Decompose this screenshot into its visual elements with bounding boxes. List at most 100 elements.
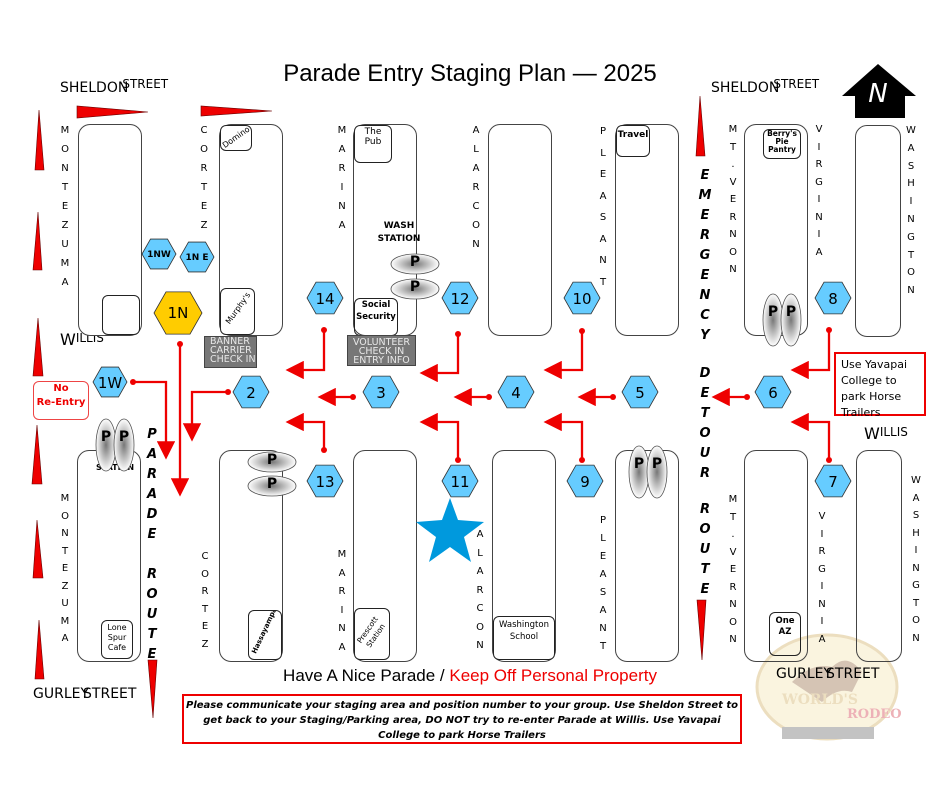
hexagon-shape (814, 281, 852, 315)
block-alarcon-north (488, 124, 552, 336)
staging-position-6: 6 (754, 375, 792, 409)
hexagon-shape (621, 375, 659, 409)
hexagon-shape (92, 366, 128, 398)
block-pleasant-north (615, 124, 679, 336)
svg-text:WORLD'S: WORLD'S (781, 692, 858, 708)
vertical-letter: U (146, 607, 158, 622)
business-murphys: Murphy's (220, 288, 255, 335)
vertical-letter: R (338, 163, 346, 174)
staging-position-10: 10 (563, 281, 601, 315)
vertical-letter: I (820, 616, 824, 627)
vertical-letter: I (340, 604, 344, 616)
hexagon-shape (179, 241, 215, 273)
vertical-letter: I (820, 528, 824, 540)
vertical-letter: A (338, 144, 346, 155)
vertical-letter: L (477, 547, 483, 559)
hexagon-shape (362, 375, 400, 409)
vertical-letter: A (599, 605, 607, 616)
vertical-letter: T (201, 603, 209, 615)
hexagon-shape (232, 375, 270, 409)
vertical-letter: A (472, 163, 480, 174)
vertical-letter: R (815, 159, 823, 170)
business-unnamed-montezuma (102, 295, 140, 335)
vertical-letter: N (61, 528, 69, 539)
staging-position-5: 5 (621, 375, 659, 409)
vertical-letter: T (61, 182, 69, 193)
vertical-letter: A (815, 246, 823, 258)
vertical-letter: D (146, 507, 158, 522)
vertical-letter: V (729, 546, 737, 558)
street-label-gurley-left: GURLEYSTREET (33, 686, 137, 702)
vertical-letter: A (476, 529, 484, 540)
vertical-letter: C (200, 125, 208, 136)
vertical-letter: R (200, 163, 208, 174)
hexagon-shape (306, 464, 344, 498)
svg-text:RODEO: RODEO (847, 707, 902, 722)
vertical-letter: S (912, 510, 920, 521)
vertical-letter: Z (201, 638, 209, 650)
vertical-letter: I (340, 182, 344, 193)
business-lone-spur-cafe: Lone Spur Cafe (101, 620, 133, 659)
hexagon-shape (563, 281, 601, 315)
hexagon-shape (306, 281, 344, 315)
vertical-letter: A (338, 567, 346, 579)
staging-position-label: 7 (828, 473, 838, 491)
business-the-pub: The Pub (354, 125, 392, 163)
staging-position-label: 13 (315, 473, 334, 491)
vertical-letter: A (338, 220, 346, 231)
vertical-letter: N (815, 211, 823, 223)
vertical-letter: U (699, 446, 711, 461)
banner-carrier-check-in: BANNER CARRIER CHECK IN (204, 336, 257, 368)
vertical-letter: T (599, 276, 607, 288)
vertical-letter: Z (200, 220, 208, 231)
vertical-letter: E (729, 564, 737, 575)
hexagon-shape (441, 281, 479, 315)
vertical-letter: T (61, 545, 69, 557)
vertical-letter: E (729, 194, 737, 205)
vertical-letter: E (61, 201, 69, 212)
block-washington-south (856, 450, 902, 662)
vertical-letter: . (731, 159, 735, 170)
vertical-letter: E (599, 169, 607, 180)
flag-icon (76, 105, 149, 119)
vertical-letter: U (61, 239, 69, 250)
flag-icon (32, 211, 43, 271)
parking-label: P (101, 429, 111, 445)
vertical-letter: M (60, 615, 70, 627)
hexagon-shape (754, 375, 792, 409)
vertical-letter: T (200, 182, 208, 193)
vertical-letter: R (699, 466, 710, 481)
vertical-letter: A (338, 641, 346, 653)
vertical-letter: M (60, 125, 70, 136)
vertical-letter: A (599, 569, 607, 580)
vertical-letter: R (201, 586, 209, 597)
vertical-letter: R (472, 182, 480, 193)
vertical-letter: A (907, 142, 915, 154)
vertical-letter: I (817, 141, 821, 153)
vertical-letter: H (907, 178, 915, 190)
footer-notice: Please communicate your staging area and… (182, 694, 742, 744)
vertical-letter: R (729, 581, 737, 593)
staging-position-12: 12 (441, 281, 479, 315)
vertical-letter: T (907, 249, 915, 261)
vertical-letter: M (728, 494, 738, 505)
vertical-letter: N (729, 229, 737, 240)
vertical-letter: N (818, 598, 826, 610)
vertical-letter: Z (61, 580, 69, 592)
parking-label: P (119, 429, 129, 445)
hexagon-shape (497, 375, 535, 409)
staging-position-1n: 1N (153, 291, 203, 335)
vertical-letter: E (700, 208, 710, 223)
vertical-letter: O (61, 144, 69, 155)
vertical-letter: R (338, 586, 346, 597)
vertical-letter: T (599, 641, 607, 652)
vertical-letter: Y (700, 328, 710, 343)
vertical-letter: N (729, 634, 737, 645)
flag-icon (32, 519, 44, 579)
